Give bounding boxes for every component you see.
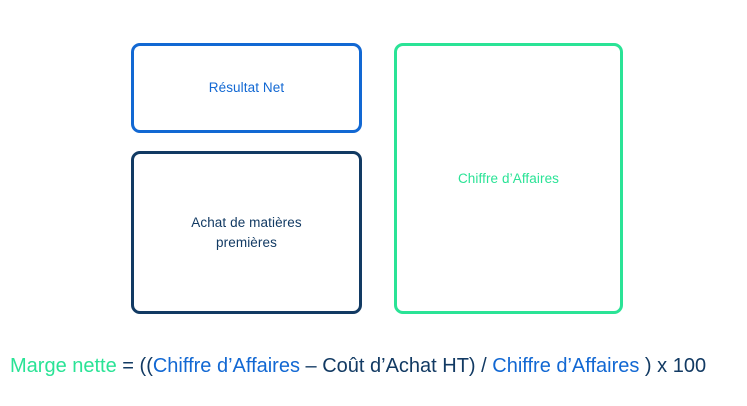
box-resultat-net: Résultat Net <box>131 43 362 133</box>
box-achat-matieres-premieres: Achat de matières premières <box>131 151 362 314</box>
margin-formula: Marge nette = ((Chiffre d’Affaires – Coû… <box>10 352 740 380</box>
box-resultat-net-label: Résultat Net <box>208 80 285 96</box>
box-achat-matieres-premieres-label: Achat de matières premières <box>191 214 302 250</box>
formula-token-open-parens: = (( <box>116 355 153 377</box>
box-chiffre-affaires: Chiffre d’Affaires <box>394 43 623 314</box>
formula-token-marge-nette: Marge nette <box>10 355 117 377</box>
formula-token-cout-achat-ht: – Coût d’Achat HT) / <box>299 355 493 377</box>
box-chiffre-affaires-label: Chiffre d’Affaires <box>457 170 560 186</box>
formula-token-times-100: ) x 100 <box>639 355 707 377</box>
formula-token-chiffre-affaires-2: Chiffre d’Affaires <box>492 355 640 377</box>
formula-token-chiffre-affaires-1: Chiffre d’Affaires <box>152 355 300 377</box>
